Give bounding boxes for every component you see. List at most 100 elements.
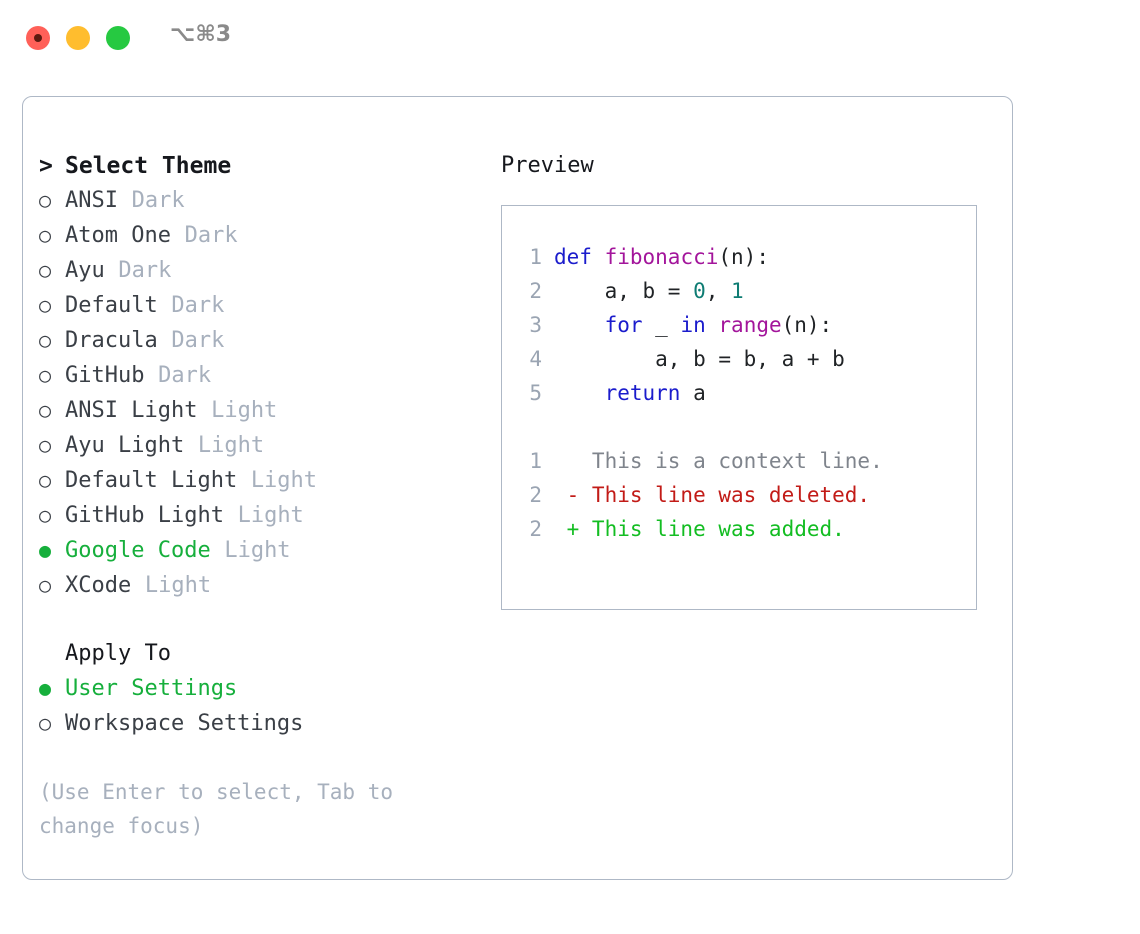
radio-empty-icon: ○ xyxy=(39,468,52,492)
zoom-button[interactable] xyxy=(106,26,130,50)
close-button[interactable] xyxy=(26,26,50,50)
theme-option-label: ANSI xyxy=(65,188,118,213)
code-token-pl: , xyxy=(705,279,732,303)
apply-to-option-workspace-settings[interactable]: ○Workspace Settings xyxy=(39,706,479,741)
apply-to-option-list[interactable]: ●User Settings○Workspace Settings xyxy=(39,671,479,741)
code-token-pl xyxy=(706,313,719,337)
line-number: 4 xyxy=(529,347,542,371)
radio-empty-icon: ○ xyxy=(39,328,52,352)
code-token-kw: def xyxy=(554,245,592,269)
line-number: 1 xyxy=(529,449,542,473)
radio-empty-icon: ○ xyxy=(39,223,52,247)
theme-variant-badge: Dark xyxy=(131,188,185,213)
line-number: 1 xyxy=(529,245,542,269)
theme-option-label: GitHub Light xyxy=(65,503,224,528)
code-token-kw: in xyxy=(680,313,706,337)
theme-variant-badge: Light xyxy=(237,503,304,528)
minimize-button[interactable] xyxy=(66,26,90,50)
code-token-pl xyxy=(592,245,605,269)
radio-empty-icon: ○ xyxy=(39,433,52,457)
diff-line-deleted: 2 - This line was deleted. xyxy=(516,478,976,512)
apply-to-heading: Apply To xyxy=(65,641,171,666)
apply-to-option-user-settings[interactable]: ●User Settings xyxy=(39,671,479,706)
keyboard-shortcut-label: ⌥⌘3 xyxy=(170,22,232,47)
theme-option-xcode[interactable]: ○ XCode Light xyxy=(39,568,479,603)
diff-line-text: - This line was deleted. xyxy=(554,483,871,507)
theme-option-dracula[interactable]: ○ Dracula Dark xyxy=(39,323,479,358)
theme-option-label: Ayu xyxy=(65,258,105,283)
theme-option-label: Atom One xyxy=(65,223,171,248)
diff-line-text: + This line was added. xyxy=(554,517,845,541)
diff-line-text: This is a context line. xyxy=(554,449,883,473)
theme-option-label: Dracula xyxy=(65,328,158,353)
line-number: 5 xyxy=(529,381,542,405)
radio-empty-icon: ○ xyxy=(39,711,52,735)
code-token-kw: for xyxy=(604,313,643,337)
theme-option-label: ANSI Light xyxy=(65,398,198,423)
radio-empty-icon: ○ xyxy=(39,398,52,422)
preview-heading: Preview xyxy=(501,153,594,178)
theme-variant-badge: Dark xyxy=(171,328,225,353)
radio-empty-icon: ○ xyxy=(39,258,52,282)
theme-option-google-code[interactable]: ● Google Code Light xyxy=(39,533,479,568)
code-token-pl: a xyxy=(680,381,706,405)
code-token-fn: range xyxy=(718,313,782,337)
theme-option-default[interactable]: ○ Default Dark xyxy=(39,288,479,323)
theme-list-heading: >Select Theme xyxy=(39,149,479,183)
code-token-num: 1 xyxy=(731,279,744,303)
theme-option-label: Default xyxy=(65,293,158,318)
theme-variant-badge: Dark xyxy=(171,293,225,318)
theme-variant-badge: Light xyxy=(250,468,318,493)
theme-option-label: Default Light xyxy=(65,468,238,493)
code-line: 2 a, b = 0, 1 xyxy=(516,274,976,308)
line-number: 2 xyxy=(529,483,542,507)
keyboard-hint-text: (Use Enter to select, Tab to change focu… xyxy=(39,780,406,838)
theme-variant-badge: Light xyxy=(144,573,212,598)
code-token-fn: fibonacci xyxy=(604,245,719,269)
code-token-pl: _ xyxy=(642,313,681,337)
radio-empty-icon: ○ xyxy=(39,573,52,597)
apply-to-option-label: User Settings xyxy=(65,676,238,701)
theme-option-label: Google Code xyxy=(65,538,211,563)
line-number: 2 xyxy=(529,517,542,541)
code-line: 3 for _ in range(n): xyxy=(516,308,976,342)
theme-list-title: Select Theme xyxy=(65,153,232,179)
radio-empty-icon: ○ xyxy=(39,503,52,527)
code-token-pl: a, b = b, a + b xyxy=(554,347,845,371)
theme-option-label: Ayu Light xyxy=(65,433,185,458)
section-spacer xyxy=(39,603,479,637)
window-controls xyxy=(26,26,130,50)
code-line: 4 a, b = b, a + b xyxy=(516,342,976,376)
theme-option-github-light[interactable]: ○ GitHub Light Light xyxy=(39,498,479,533)
code-line: 5 return a xyxy=(516,376,976,410)
diff-line-added: 2 + This line was added. xyxy=(516,512,976,546)
line-number: 3 xyxy=(529,313,542,337)
radio-empty-icon: ○ xyxy=(39,293,52,317)
diff-line-context: 1 This is a context line. xyxy=(516,444,976,478)
radio-empty-icon: ○ xyxy=(39,363,52,387)
diff-sample: 1 This is a context line.2 - This line w… xyxy=(516,444,976,546)
code-token-num: 0 xyxy=(693,279,706,303)
window-titlebar: ⌥⌘3 xyxy=(0,0,1140,78)
code-token-kw: return xyxy=(604,381,681,405)
theme-option-label: XCode xyxy=(65,573,132,598)
theme-variant-badge: Light xyxy=(224,538,291,563)
theme-variant-badge: Dark xyxy=(158,363,212,388)
theme-option-default-light[interactable]: ○ Default Light Light xyxy=(39,463,479,498)
theme-variant-badge: Dark xyxy=(184,223,238,248)
theme-option-atom-one[interactable]: ○ Atom One Dark xyxy=(39,218,479,253)
radio-selected-icon: ● xyxy=(39,538,52,562)
